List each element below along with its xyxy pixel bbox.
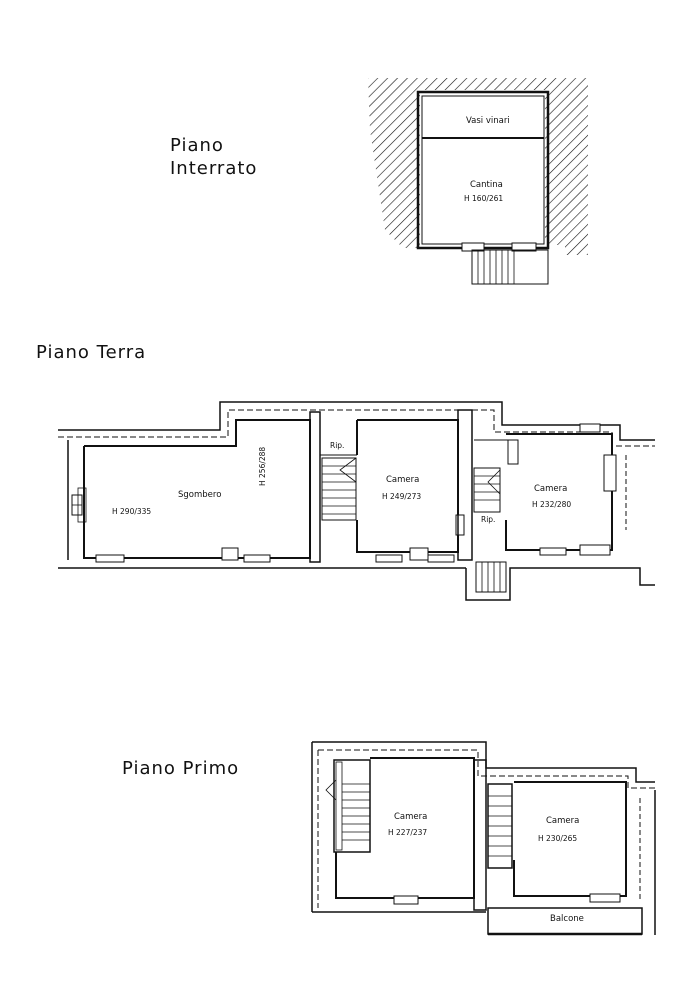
first-camera-1-height: H 227/237 bbox=[388, 828, 428, 837]
vasi-vinari-label: Vasi vinari bbox=[466, 116, 510, 126]
camera-2-label: Camera bbox=[534, 484, 568, 494]
basement-title-line2: Interrato bbox=[170, 158, 258, 179]
camera-1-label: Camera bbox=[386, 475, 420, 485]
ground-stairs-2 bbox=[473, 467, 501, 513]
balcone-label: Balcone bbox=[550, 914, 584, 924]
cantina-label: Cantina bbox=[470, 180, 503, 190]
rip-label-2: Rip. bbox=[481, 515, 496, 524]
ground-stairs-1 bbox=[321, 457, 357, 521]
camera1-walls bbox=[356, 419, 459, 553]
ground-floor-plan bbox=[58, 401, 655, 601]
first-floor-plan bbox=[311, 741, 656, 936]
basement-window-right bbox=[511, 242, 537, 252]
ground-floor-title: Piano Terra bbox=[36, 342, 147, 363]
sgombero-label: Sgombero bbox=[178, 490, 222, 500]
basement-window-left bbox=[461, 242, 485, 252]
first-camera2-walls bbox=[513, 781, 627, 897]
camera2-walls bbox=[505, 433, 613, 551]
cantina-height: H 160/261 bbox=[464, 194, 504, 203]
basement-plan bbox=[368, 78, 588, 285]
camera-1-height: H 249/273 bbox=[382, 492, 422, 501]
first-camera-1-label: Camera bbox=[394, 812, 428, 822]
first-camera-2-label: Camera bbox=[546, 816, 580, 826]
basement-stairs bbox=[471, 249, 549, 285]
first-floor-title: Piano Primo bbox=[122, 758, 240, 779]
ground-entrance-steps bbox=[475, 561, 507, 593]
sgombero-walls bbox=[83, 419, 311, 559]
camera-2-height: H 232/280 bbox=[532, 500, 572, 509]
sgombero-height-side: H 256/288 bbox=[258, 446, 267, 486]
earth-hatching bbox=[368, 78, 588, 255]
first-outer-wall bbox=[312, 741, 655, 783]
sgombero-camera-wall bbox=[309, 411, 321, 563]
rip-label-1: Rip. bbox=[330, 441, 345, 450]
first-camera-2-height: H 230/265 bbox=[538, 834, 578, 843]
basement-title-line1: Piano bbox=[170, 135, 224, 156]
first-stairs-1 bbox=[333, 759, 371, 853]
ground-outer-wall bbox=[58, 401, 655, 441]
sgombero-height: H 290/335 bbox=[112, 507, 152, 516]
